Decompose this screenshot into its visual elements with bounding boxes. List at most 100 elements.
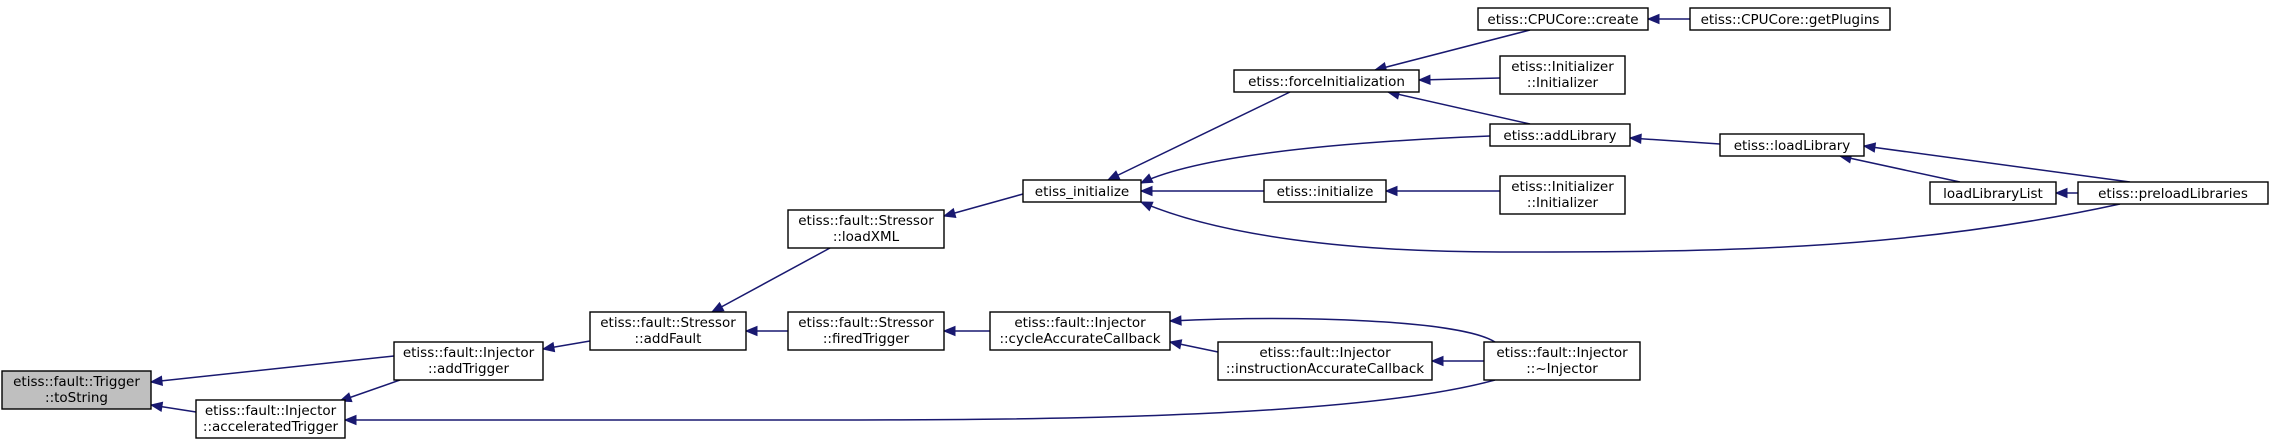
node-etiss-initialize-ns[interactable]: etiss::initialize <box>1263 179 1387 203</box>
node-box <box>1 370 152 410</box>
node-label-line-1: etiss::fault::Stressor <box>600 315 736 331</box>
call-graph-nodes: etiss::fault::Trigger::toStringetiss::fa… <box>1 7 2269 439</box>
edge-addlibrary-to-etissinit <box>1139 135 1491 184</box>
edge-destructor-to-cycleaccurate <box>1168 315 1496 343</box>
edge-line <box>1140 135 1491 184</box>
node-box <box>195 399 346 439</box>
edge-addtrigger-to-tostring <box>149 355 395 386</box>
edge-arrowhead <box>149 375 163 386</box>
edge-addtrigger-to-acceleratedtrigger <box>338 379 401 403</box>
node-box <box>1233 69 1420 93</box>
edge-cycleaccurate-to-firedtrigger <box>942 325 990 337</box>
edge-initialize-to-etissinit <box>1139 185 1264 197</box>
node-box <box>1689 7 1891 31</box>
node-cpucore-getplugins[interactable]: etiss::CPUCore::getPlugins <box>1689 7 1891 31</box>
edge-arrowhead <box>1139 173 1154 184</box>
node-label-line-2: ::addTrigger <box>428 361 510 377</box>
node-box <box>787 209 945 249</box>
node-label-line-2: ::Initializer <box>1527 195 1599 211</box>
edge-arrowhead <box>744 325 758 337</box>
edge-arrowhead <box>1384 185 1398 197</box>
node-etiss-preloadlibraries[interactable]: etiss::preloadLibraries <box>2077 181 2269 205</box>
node-etiss-addlibrary[interactable]: etiss::addLibrary <box>1489 123 1631 147</box>
node-label-line-2: ::toString <box>45 390 108 406</box>
edge-arrowhead <box>1862 142 1877 153</box>
node-label-line-1: etiss::fault::Injector <box>1014 315 1146 331</box>
node-etiss-initialize[interactable]: etiss_initialize <box>1022 179 1142 203</box>
edge-arrowhead <box>1430 355 1444 367</box>
edge-line <box>345 379 1496 421</box>
node-label-line-1: etiss::fault::Injector <box>1259 345 1391 361</box>
node-injector-addtrigger[interactable]: etiss::fault::Injector::addTrigger <box>393 341 544 381</box>
edge-arrowhead <box>710 301 725 313</box>
node-stressor-firedtrigger[interactable]: etiss::fault::Stressor::firedTrigger <box>787 311 945 351</box>
edge-arrowhead <box>1139 185 1153 197</box>
node-trigger-tostring[interactable]: etiss::fault::Trigger::toString <box>1 370 152 410</box>
edge-arrowhead <box>1106 170 1121 181</box>
node-label-line-1: loadLibraryList <box>1943 186 2043 202</box>
edge-arrowhead <box>1168 315 1182 326</box>
edge-getplugins-to-create <box>1646 13 1690 25</box>
node-box <box>1217 341 1433 381</box>
node-loadlibrarylist[interactable]: loadLibraryList <box>1929 181 2057 205</box>
node-initializer-initializer-1[interactable]: etiss::Initializer::Initializer <box>1499 55 1626 95</box>
node-label-line-1: etiss::forceInitialization <box>1248 74 1405 90</box>
node-etiss-forceinitialization[interactable]: etiss::forceInitialization <box>1233 69 1420 93</box>
node-label-line-1: etiss::fault::Injector <box>403 345 535 361</box>
node-label-line-2: ::~Injector <box>1526 361 1598 377</box>
node-injector-acceleratedtrigger[interactable]: etiss::fault::Injector::acceleratedTrigg… <box>195 399 346 439</box>
edge-line <box>1107 91 1291 181</box>
edge-preload-to-loadlibrary <box>1862 142 2131 183</box>
node-label-line-1: etiss::initialize <box>1277 184 1374 200</box>
edge-line <box>1629 137 1721 145</box>
node-label-line-1: etiss_initialize <box>1035 184 1129 200</box>
edge-line <box>711 247 831 313</box>
edge-arrowhead <box>1168 339 1183 350</box>
node-injector-destructor[interactable]: etiss::fault::Injector::~Injector <box>1483 341 1641 381</box>
edge-line <box>1863 145 2131 183</box>
edge-arrowhead <box>1417 74 1431 85</box>
edge-line <box>1140 201 2121 253</box>
edge-line <box>1387 91 1531 125</box>
edge-arrowhead <box>942 325 956 337</box>
edge-line <box>1169 317 1496 343</box>
node-stressor-addfault[interactable]: etiss::fault::Stressor::addFault <box>589 311 747 351</box>
node-label-line-2: ::loadXML <box>833 229 900 245</box>
edge-preload-to-loadlibrarylist <box>2054 187 2078 199</box>
node-injector-cycleaccuratecallback[interactable]: etiss::fault::Injector::cycleAccurateCal… <box>989 311 1171 351</box>
node-injector-instructionaccuratecallback[interactable]: etiss::fault::Injector::instructionAccur… <box>1217 341 1433 381</box>
node-box <box>1022 179 1142 203</box>
edge-addfault-to-addtrigger <box>541 340 591 353</box>
node-label-line-1: etiss::fault::Stressor <box>798 213 934 229</box>
node-label-line-1: etiss::preloadLibraries <box>2098 186 2248 202</box>
edge-loadxml-to-addfault <box>710 247 831 313</box>
node-label-line-2: ::Initializer <box>1527 75 1599 91</box>
edge-initializer1-to-forceinit <box>1417 74 1501 85</box>
node-etiss-loadlibrary[interactable]: etiss::loadLibrary <box>1719 133 1865 157</box>
node-box <box>2077 181 2269 205</box>
node-label-line-1: etiss::fault::Injector <box>1496 345 1628 361</box>
node-label-line-1: etiss::CPUCore::create <box>1487 12 1638 28</box>
node-stressor-loadxml[interactable]: etiss::fault::Stressor::loadXML <box>787 209 945 249</box>
call-graph-edges <box>149 13 2131 426</box>
edge-loadlibrary-to-addlibrary <box>1628 133 1721 145</box>
node-box <box>1929 181 2057 205</box>
edge-arrowhead <box>1628 133 1642 144</box>
edge-line <box>1839 155 1961 183</box>
node-label-line-2: ::instructionAccurateCallback <box>1226 361 1424 377</box>
node-label-line-2: ::cycleAccurateCallback <box>999 331 1160 347</box>
node-initializer-initializer-2[interactable]: etiss::Initializer::Initializer <box>1499 175 1626 215</box>
node-label-line-1: etiss::loadLibrary <box>1734 138 1851 154</box>
node-label-line-2: ::acceleratedTrigger <box>203 419 339 435</box>
edge-arrowhead <box>942 207 957 218</box>
node-box <box>1477 7 1649 31</box>
edge-loadlibrarylist-to-loadlibrary <box>1838 153 1961 183</box>
node-cpucore-create[interactable]: etiss::CPUCore::create <box>1477 7 1649 31</box>
node-label-line-1: etiss::CPUCore::getPlugins <box>1701 12 1880 28</box>
edge-arrowhead <box>1646 13 1660 25</box>
node-box <box>1489 123 1631 147</box>
node-box <box>1263 179 1387 203</box>
node-label-line-1: etiss::addLibrary <box>1503 128 1616 144</box>
node-label-line-1: etiss::fault::Trigger <box>13 374 140 390</box>
